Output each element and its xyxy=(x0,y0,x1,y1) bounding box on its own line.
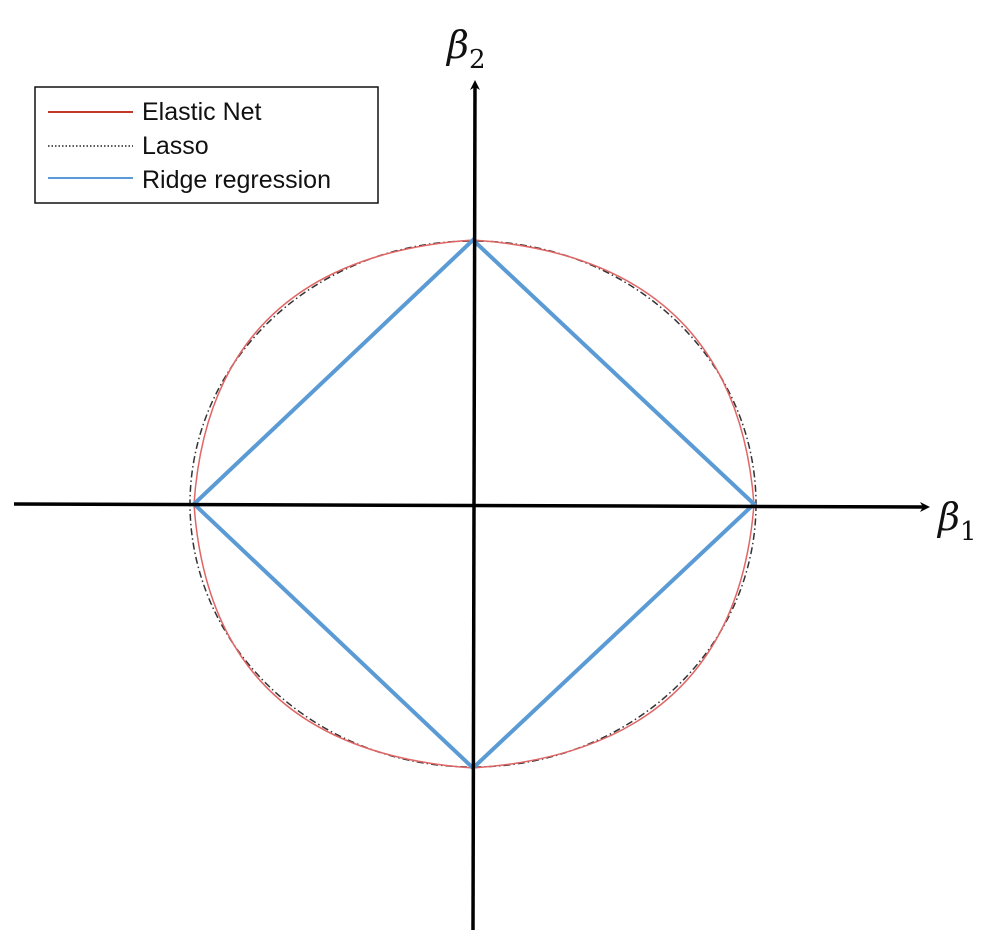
legend: Elastic Net Lasso Ridge regression xyxy=(34,86,379,204)
legend-box xyxy=(34,86,379,204)
y-axis-subscript: 2 xyxy=(469,45,486,75)
x-axis-label: β1 xyxy=(936,495,977,547)
x-axis-symbol: β xyxy=(936,495,960,539)
x-axis xyxy=(13,501,930,512)
y-axis-label: β2 xyxy=(445,23,486,75)
y-axis-symbol: β xyxy=(445,23,469,67)
legend-label-ridge: Ridge regression xyxy=(142,166,331,194)
legend-label-lasso: Lasso xyxy=(142,132,209,160)
x-axis-subscript: 1 xyxy=(960,517,977,547)
legend-label-elastic-net: Elastic Net xyxy=(142,98,262,126)
y-axis xyxy=(469,80,480,931)
